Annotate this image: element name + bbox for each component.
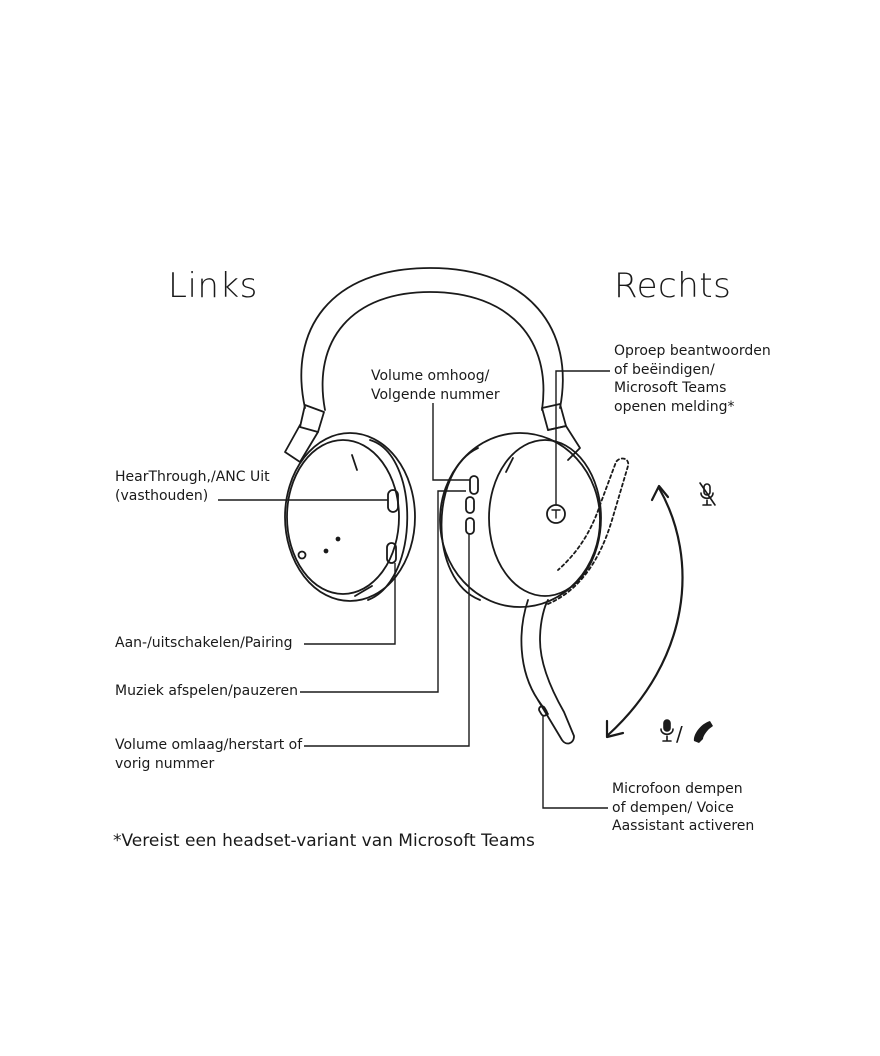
left-cup-edge [367,439,409,601]
left-cup-sensor [297,550,307,560]
mic-icon [660,719,674,742]
left-cup-dot-2 [335,536,341,542]
double-arrow-icon [606,486,684,737]
headband-inner [321,291,545,411]
right-yoke [547,425,581,461]
leader-answer-call [555,370,610,505]
leader-volume-up [432,403,470,481]
left-cup-accent [351,454,358,471]
side-label-right: Rechts [614,266,732,306]
leader-mic-mute [542,716,608,809]
label-volume-up: Volume omhoog/ Volgende nummer [371,368,500,403]
leader-play-pause [300,490,466,693]
left-slider [299,404,325,433]
left-cushion-inner [286,439,400,595]
left-cup-dot-1 [323,548,329,554]
leader-power-pairing [304,563,396,645]
volume-down-button [465,517,475,535]
label-answer-call: Oproep beantwoorden of beëindigen/ Micro… [614,343,771,415]
volume-up-button [469,475,479,495]
headband [300,267,564,409]
label-play-pause: Muziek afspelen/pauzeren [115,683,298,699]
right-cushion-outer [439,432,601,608]
right-cup-edge [440,447,481,601]
mic-mute-button [538,705,548,717]
footnote: *Vereist een headset-variant van Microso… [113,831,535,851]
left-cushion-outer [284,432,416,602]
label-hearthrough: HearThrough,/ANC Uit (vasthouden) [115,469,270,504]
power-pairing-slider [386,542,397,564]
label-power-pairing: Aan-/uitschakelen/Pairing [115,635,293,651]
icon-separator: / [676,722,683,746]
label-mic-mute: Microfoon dempen of dempen/ Voice Aassis… [612,781,755,834]
left-yoke [284,424,319,463]
label-volume-down: Volume omlaag/herstart of vorig nummer [115,737,303,772]
mic-muted-icon [699,482,716,506]
leader-volume-down [304,534,470,747]
boom-mic-raised [547,457,630,605]
boom-mic [520,599,575,745]
phone-icon [693,721,713,743]
right-cup-accent [505,457,514,473]
play-pause-button [465,496,475,514]
right-cushion-inner [488,439,602,597]
side-label-left: Links [168,266,258,306]
left-cup-port [354,585,373,597]
hearthrough-button [387,489,399,513]
